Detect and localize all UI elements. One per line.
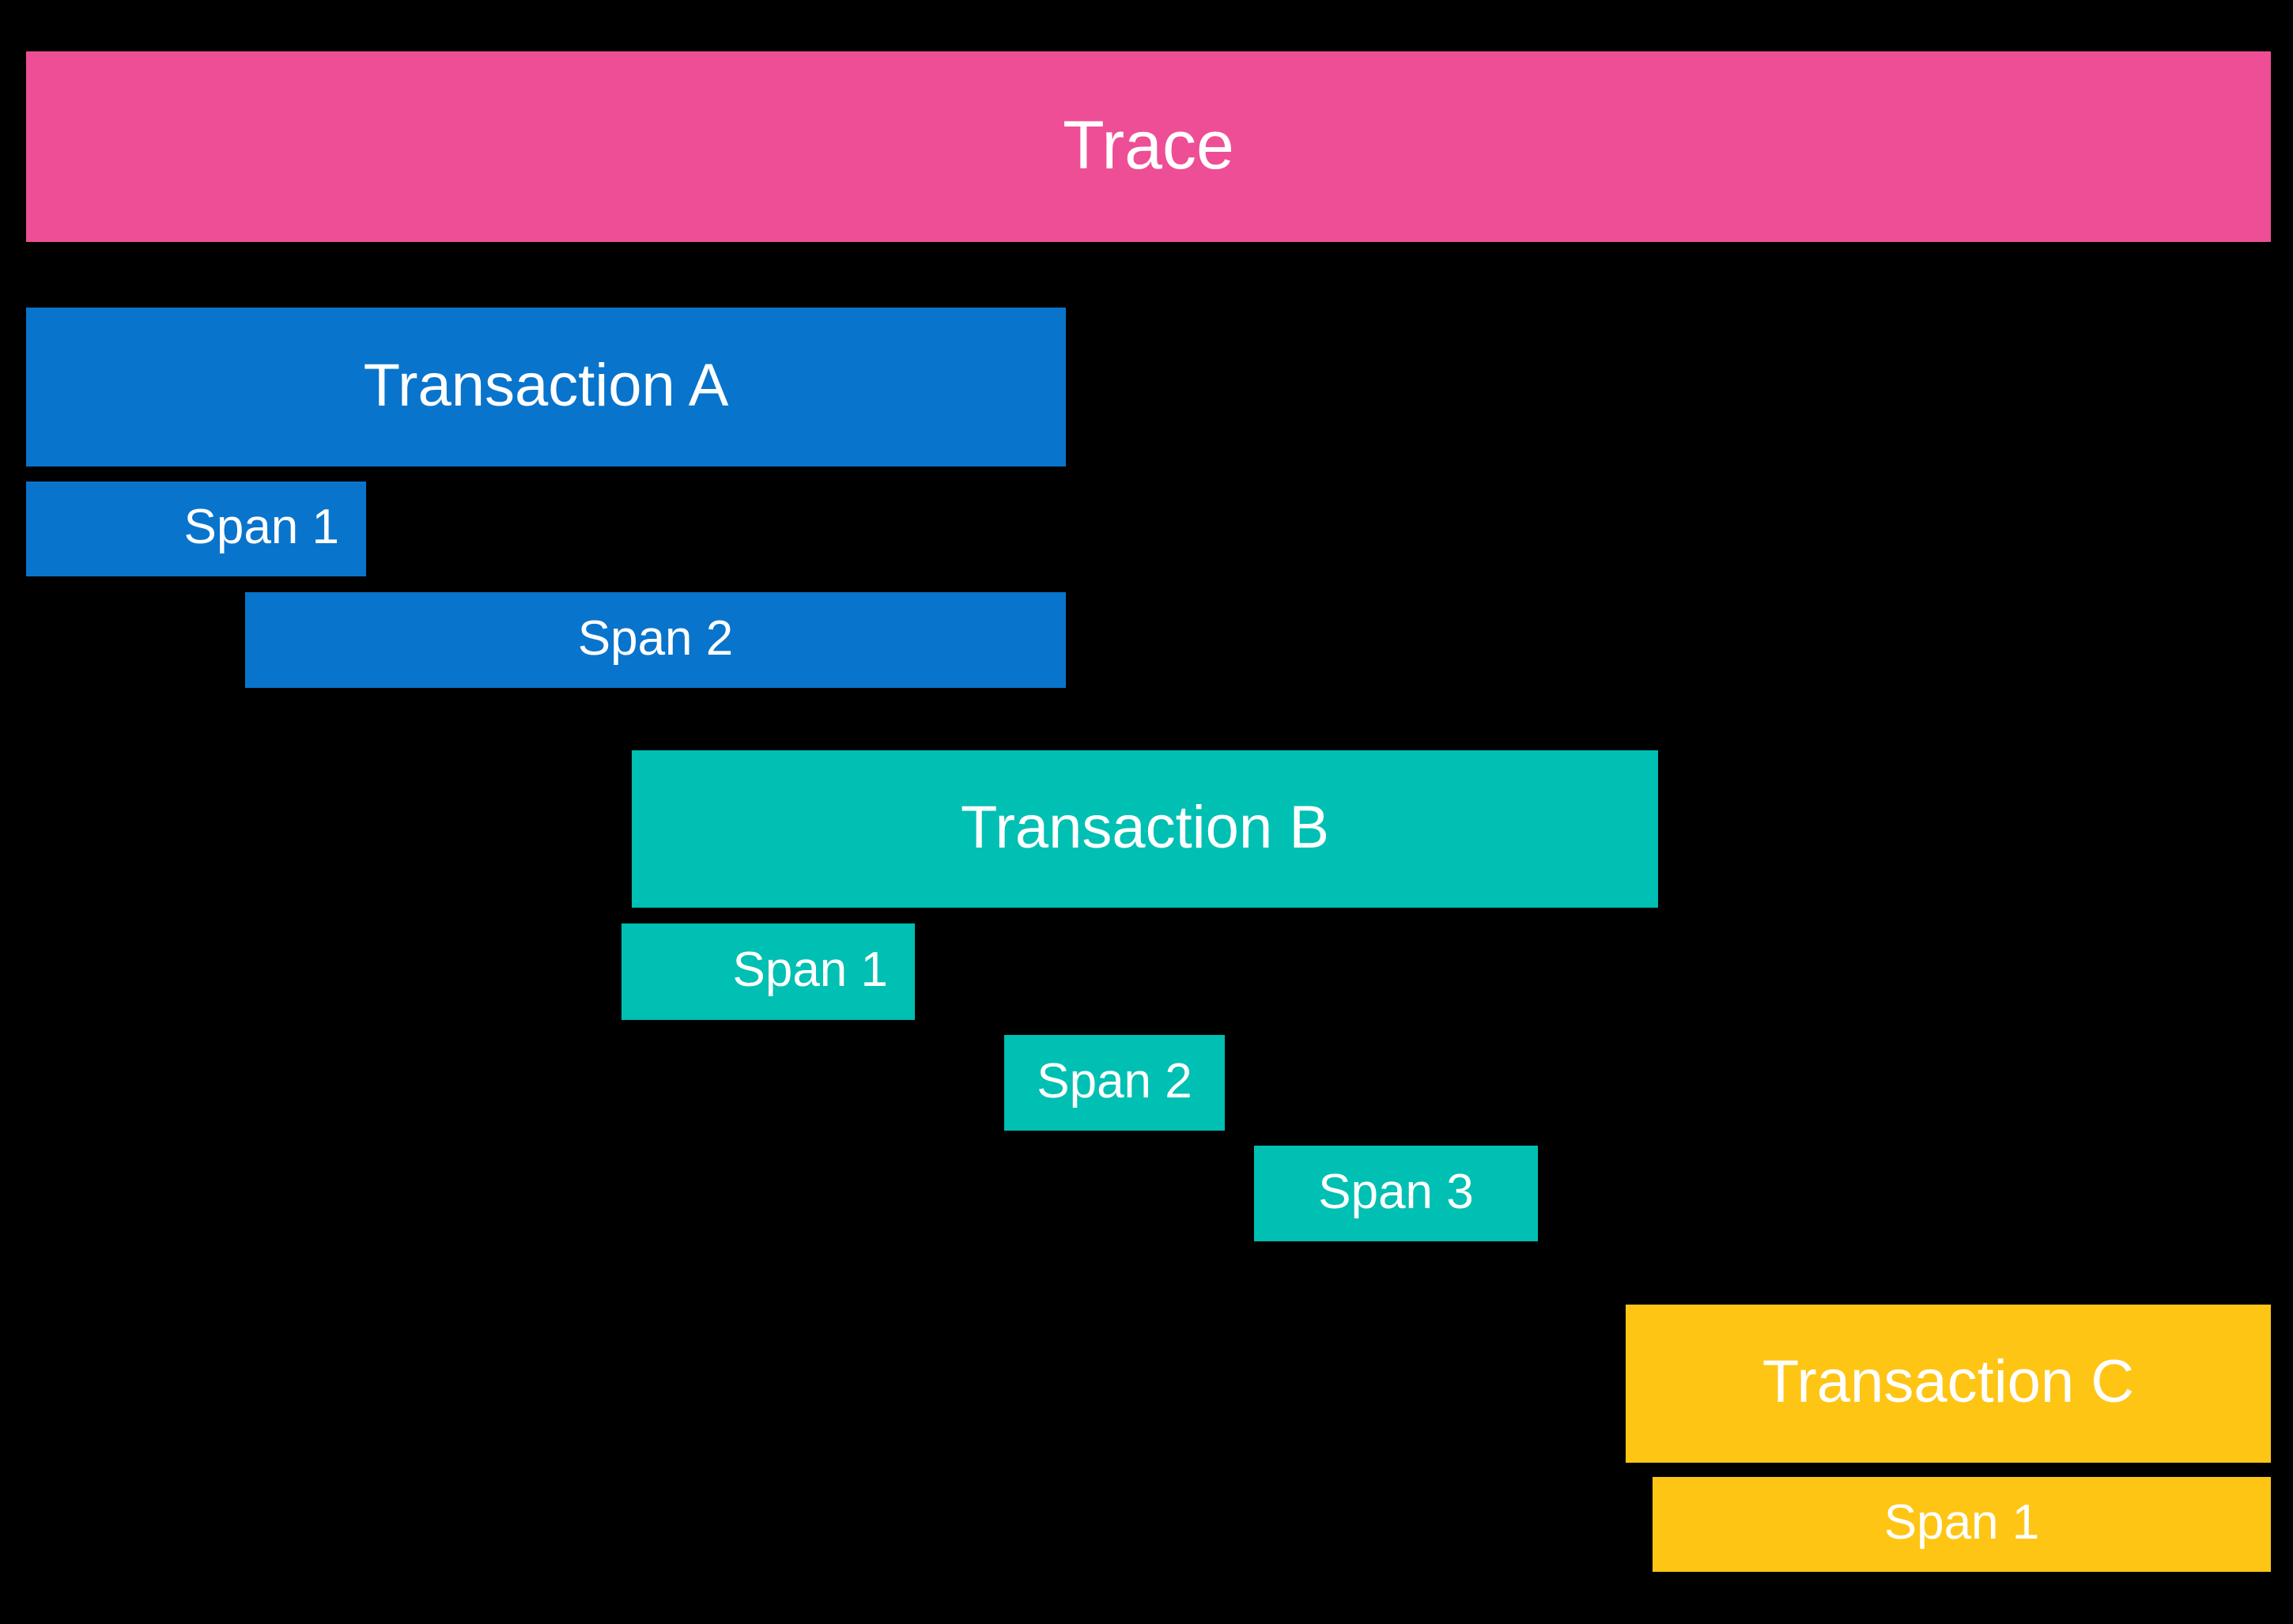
bar-label-transaction-a-span-2: Span 2 xyxy=(577,610,734,666)
bar-transaction-b-span-1[interactable]: Span 1 xyxy=(621,923,915,1020)
bar-transaction-b-span-3[interactable]: Span 3 xyxy=(1254,1146,1538,1241)
bar-label-transaction-b-span-3: Span 3 xyxy=(1318,1164,1474,1219)
bar-transaction-a[interactable]: Transaction A xyxy=(26,308,1066,466)
bar-trace[interactable]: Trace xyxy=(26,51,2271,242)
bar-transaction-c[interactable]: Transaction C xyxy=(1626,1305,2271,1463)
bar-label-transaction-c: Transaction C xyxy=(1762,1348,2135,1415)
bar-label-transaction-b: Transaction B xyxy=(960,793,1330,861)
bar-transaction-b-span-2[interactable]: Span 2 xyxy=(1004,1035,1225,1131)
bar-label-transaction-b-span-2: Span 2 xyxy=(1037,1053,1192,1108)
bar-transaction-a-span-2[interactable]: Span 2 xyxy=(245,592,1066,688)
bar-label-transaction-b-span-1: Span 1 xyxy=(732,942,888,997)
bar-label-transaction-a-span-1: Span 1 xyxy=(183,500,339,554)
bar-transaction-b[interactable]: Transaction B xyxy=(632,750,1658,908)
bar-transaction-a-span-1[interactable]: Span 1 xyxy=(26,482,366,576)
bar-label-trace: Trace xyxy=(1063,107,1234,183)
bar-label-transaction-a: Transaction A xyxy=(363,351,729,419)
bar-transaction-c-span-1[interactable]: Span 1 xyxy=(1653,1477,2271,1572)
bar-label-transaction-c-span-1: Span 1 xyxy=(1883,1495,2040,1550)
